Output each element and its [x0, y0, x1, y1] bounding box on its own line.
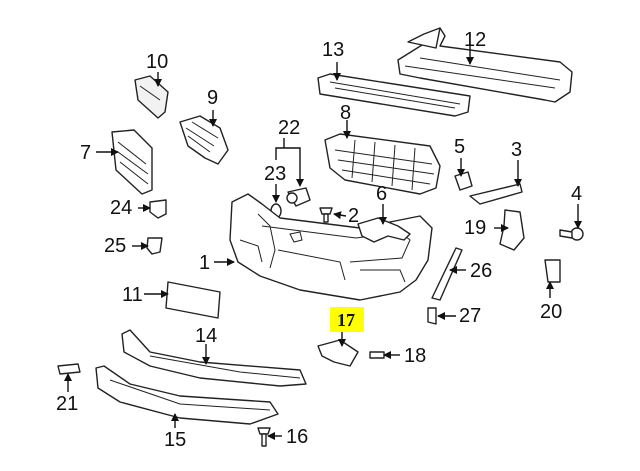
part-19-bracket — [499, 209, 525, 251]
callout-labels: 10 9 7 12 13 8 22 23 5 3 4 6 2 24 25 19 … — [56, 29, 582, 451]
part-18-screw — [369, 351, 385, 359]
part-16-bolt — [257, 427, 271, 447]
part-5-sensor — [454, 171, 473, 191]
callout-22: 22 — [278, 117, 300, 139]
callout-26: 26 — [470, 260, 492, 282]
part-17-bracket — [317, 339, 359, 367]
callout-6: 6 — [376, 183, 387, 205]
part-8-grille — [324, 133, 441, 195]
part-26-trim — [431, 247, 463, 301]
callout-7: 7 — [80, 142, 91, 164]
callout-1: 1 — [199, 252, 210, 274]
callout-3: 3 — [511, 139, 522, 161]
callout-11: 11 — [122, 284, 143, 306]
callout-8: 8 — [340, 102, 351, 124]
part-12-impact-bar — [397, 27, 573, 103]
part-1-bumper-cover — [229, 193, 433, 301]
part-7-side-grille — [111, 129, 153, 195]
part-4-bolt — [559, 227, 584, 241]
callout-9: 9 — [207, 87, 218, 109]
callout-19: 19 — [464, 217, 486, 239]
part-24-emblem — [149, 199, 167, 219]
callout-18: 18 — [404, 345, 426, 367]
callout-14: 14 — [195, 325, 217, 347]
callout-23: 23 — [264, 163, 286, 185]
part-2-screw — [319, 207, 333, 223]
callout-20: 20 — [540, 301, 562, 323]
callout-17-highlight — [330, 307, 364, 332]
leader-lines — [64, 44, 582, 440]
callout-2: 2 — [348, 205, 359, 227]
callout-4: 4 — [571, 183, 582, 205]
part-15-lower-spoiler — [95, 365, 279, 425]
callout-12: 12 — [464, 29, 486, 51]
part-20-bracket — [544, 259, 561, 283]
part-10-bracket — [134, 75, 169, 119]
callout-5: 5 — [454, 136, 465, 158]
callout-25: 25 — [104, 235, 126, 257]
part-3-bracket — [469, 183, 523, 205]
part-27-clip — [427, 307, 437, 325]
callout-15: 15 — [164, 429, 186, 451]
part-9-fog-housing — [179, 115, 229, 165]
callout-24: 24 — [110, 197, 132, 219]
callout-10: 10 — [146, 51, 168, 73]
callout-27: 27 — [459, 305, 481, 327]
part-13-grille-trim — [317, 73, 471, 117]
callout-16: 16 — [286, 426, 308, 448]
part-21-cap — [57, 363, 81, 375]
part-11-plate-bracket — [165, 281, 221, 319]
part-22-23-sensors — [270, 187, 311, 219]
callout-13: 13 — [322, 39, 344, 61]
callout-17: 17 — [337, 310, 355, 330]
callout-21: 21 — [56, 393, 78, 415]
part-25-emblem — [146, 237, 163, 255]
part-14-spoiler — [121, 329, 307, 387]
